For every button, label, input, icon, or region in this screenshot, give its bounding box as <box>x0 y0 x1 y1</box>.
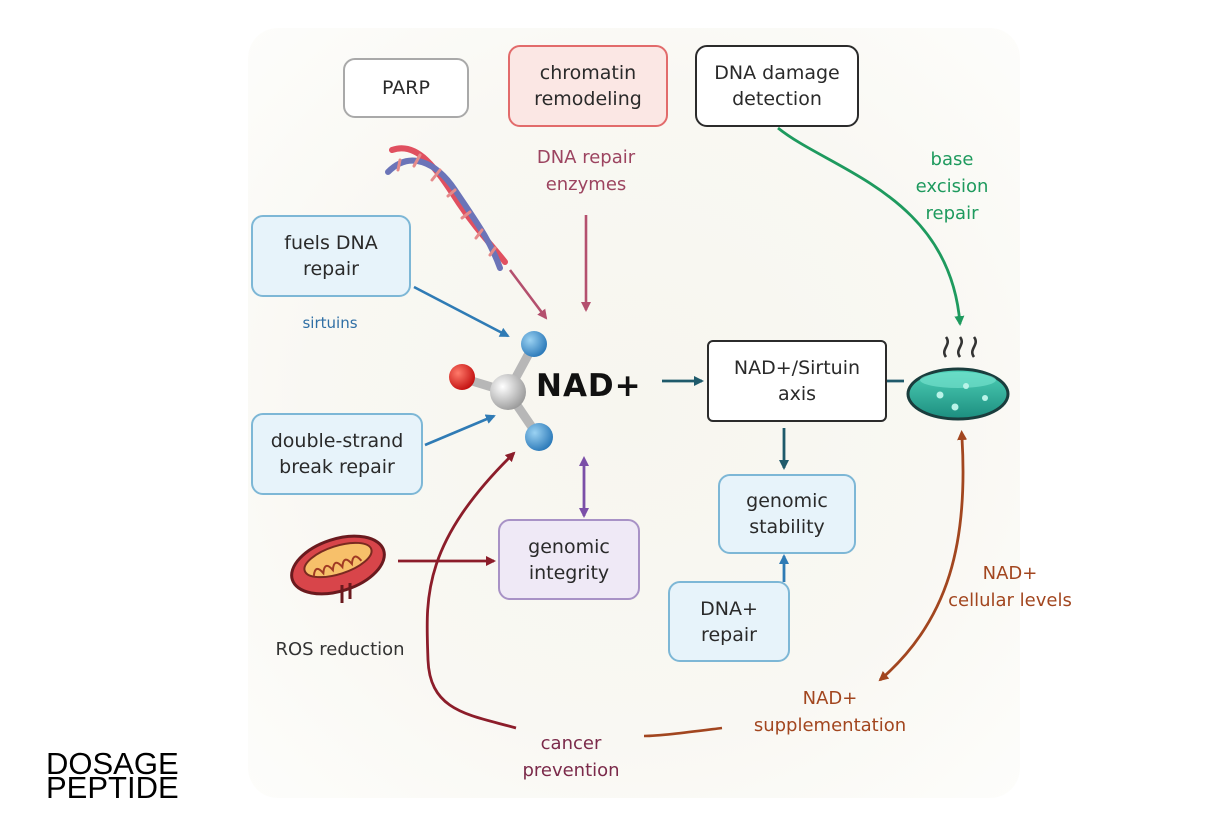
label-base-excision-repair: base excision repair <box>915 149 989 224</box>
node-parp: PARP <box>343 58 469 118</box>
logo-line-1: DOSAGE <box>46 746 179 781</box>
node-dna-damage-detection: DNA damage detection <box>695 45 859 127</box>
node-genomic-integrity: genomic integrity <box>498 519 640 600</box>
nad-center-label: NAD+ <box>536 368 642 404</box>
logo-line-2: PEPTIDE <box>46 770 179 805</box>
node-nad-sirtuin-axis: NAD+/Sirtuin axis <box>707 340 887 422</box>
label-nad-cellular-levels: NAD+ cellular levels <box>948 563 1072 611</box>
label-dna-repair-enzymes: DNA repair enzymes <box>536 147 636 195</box>
node-fuels-dna-repair: fuels DNA repair <box>251 215 411 297</box>
arrow-dna-to-nad <box>508 269 548 320</box>
line-supplementation-to-cancer <box>643 726 723 738</box>
label-cancer-prevention: cancer prevention <box>522 733 620 781</box>
nad-molecule-icon <box>449 331 553 451</box>
arrow-damage-to-bacterium <box>777 126 965 326</box>
dna-helix-icon <box>385 145 508 271</box>
node-dna-plus-repair: DNA+ repair <box>668 581 790 662</box>
arrow-fuels-to-nad <box>413 285 510 338</box>
node-double-strand-break-repair: double-strand break repair <box>251 413 423 495</box>
node-chromatin-remodeling: chromatin remodeling <box>508 45 668 127</box>
label-ros-reduction: ROS reduction <box>275 639 405 660</box>
mitochondrion-icon <box>290 534 386 603</box>
arrow-cancer-to-nad <box>425 451 517 730</box>
label-nad-supplementation: NAD+ supplementation <box>753 688 907 736</box>
bacterium-icon <box>906 336 1010 421</box>
brand-logo: DOSAGE PEPTIDE <box>46 746 179 805</box>
arrow-doublestrand-to-nad <box>424 414 496 447</box>
node-genomic-stability: genomic stability <box>718 474 856 554</box>
arrow-bacterium-supplementation-bidirectional <box>878 430 968 682</box>
label-sirtuins: sirtuins <box>302 314 358 332</box>
